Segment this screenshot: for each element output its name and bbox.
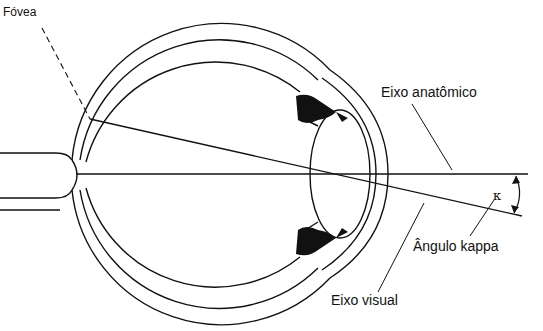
optic-nerve — [0, 153, 72, 160]
fovea-leader — [42, 28, 90, 119]
structure-label: Fóvea — [2, 4, 37, 20]
arrowhead — [512, 176, 520, 184]
axis-label: Eixo visual — [330, 292, 399, 308]
axis-label: Eixo anatômico — [380, 84, 478, 100]
arrowhead — [511, 205, 519, 213]
leader-line — [470, 200, 494, 236]
visual-axis — [90, 119, 522, 216]
iris — [296, 227, 336, 255]
choroid — [80, 40, 318, 160]
optic-disc — [72, 160, 77, 190]
choroid — [80, 190, 318, 308]
zonule — [302, 118, 318, 232]
sclera — [72, 190, 330, 325]
leader-line — [412, 104, 452, 170]
sclera — [72, 23, 330, 160]
retina — [86, 62, 300, 162]
retina — [86, 188, 300, 287]
angle-label: Ângulo kappa — [412, 238, 500, 254]
angle-symbol: κ — [492, 188, 502, 204]
anatomical-axis — [76, 173, 528, 174]
optic-nerve — [0, 190, 72, 198]
iris — [296, 95, 336, 123]
optic-nerve-sheath — [0, 209, 60, 210]
